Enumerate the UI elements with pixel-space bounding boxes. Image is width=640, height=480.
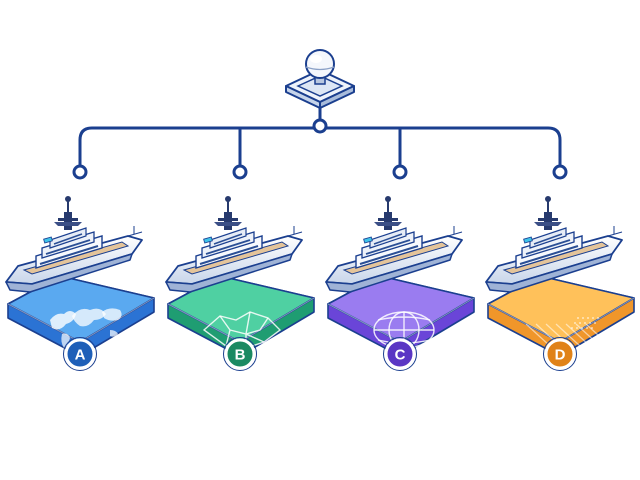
tiles: A B C D [5,196,635,371]
tile-c-badge: C [383,337,417,371]
connector-nodes [72,118,568,180]
tile-a: A [5,196,155,371]
tile-c-label: C [395,347,406,364]
hub-junction-node [312,118,328,134]
node-d [552,164,568,180]
connector-lines [78,98,562,172]
tile-a-badge: A [63,337,97,371]
node-a [72,164,88,180]
node-c [392,164,408,180]
tile-b-badge: B [223,337,257,371]
yacht-icon [5,196,143,293]
node-b [232,164,248,180]
tile-b: B [165,196,315,371]
tile-a-world-map-pattern [50,308,122,348]
tile-d: D [485,196,635,371]
tile-b-label: B [235,347,246,364]
yacht-icon [485,196,623,293]
tile-d-label: D [555,347,566,364]
tile-c: C [325,196,475,371]
tile-a-label: A [75,347,86,364]
yacht-icon [165,196,303,293]
satellite-radome-icon [285,49,355,109]
connector-bus [78,126,562,172]
tile-d-badge: D [543,337,577,371]
yacht-icon [325,196,463,293]
